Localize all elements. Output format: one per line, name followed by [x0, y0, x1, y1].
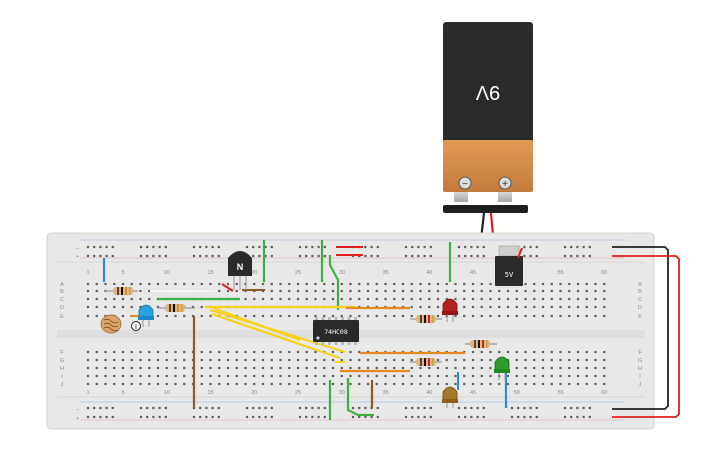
- battery-terminal-minus[interactable]: [458, 176, 472, 190]
- row-label: F: [638, 350, 642, 356]
- row-label: H: [638, 366, 642, 372]
- battery-clip-right: [498, 192, 512, 202]
- row-label: B: [638, 289, 642, 295]
- column-number: 10: [164, 390, 170, 396]
- column-number: 15: [207, 270, 213, 276]
- wire-yellow-diag-2[interactable]: [211, 312, 341, 360]
- column-number: 55: [557, 390, 563, 396]
- photoresistor[interactable]: [100, 314, 122, 334]
- row-label: A: [638, 282, 642, 288]
- column-number: 30: [339, 390, 345, 396]
- battery-9v[interactable]: 9V − +: [443, 22, 533, 213]
- row-label: H: [60, 366, 64, 372]
- column-number: 35: [382, 390, 388, 396]
- column-number: 1: [86, 390, 89, 396]
- battery-label: 9V: [475, 81, 500, 103]
- column-number: 25: [295, 390, 301, 396]
- column-number: 60: [601, 390, 607, 396]
- led-red[interactable]: [442, 298, 458, 322]
- ic-74hc08[interactable]: 74HC08: [313, 317, 359, 345]
- column-number: 35: [382, 270, 388, 276]
- row-label: G: [638, 358, 642, 364]
- column-number: 20: [251, 270, 257, 276]
- column-number: 5: [121, 390, 124, 396]
- row-label: A: [60, 282, 64, 288]
- column-number: 40: [426, 270, 432, 276]
- wire-yellow-diag-3[interactable]: [212, 306, 301, 342]
- rail-plus-bottom: +: [76, 416, 79, 422]
- info-icon: i: [135, 325, 137, 331]
- column-number: 1: [86, 270, 89, 276]
- row-label: E: [60, 314, 64, 320]
- row-label: C: [638, 297, 642, 303]
- rail-plus-top: +: [76, 254, 79, 260]
- wire-green-bottom-2[interactable]: [346, 378, 374, 417]
- battery-plus-sign: +: [502, 179, 508, 190]
- column-number: 45: [470, 270, 476, 276]
- led-green[interactable]: [494, 356, 510, 380]
- row-label: J: [61, 382, 64, 388]
- regulator-body: [495, 256, 523, 286]
- wire-red-rail-loop[interactable]: [612, 255, 680, 418]
- ic-body: [313, 320, 359, 342]
- column-number: 45: [470, 390, 476, 396]
- battery-copper-band: [443, 140, 533, 192]
- battery-clip-left: [454, 192, 468, 202]
- info-badge[interactable]: i: [131, 321, 141, 331]
- row-label: D: [638, 305, 642, 311]
- regulator-label: 5V: [505, 271, 514, 279]
- rail-minus-top: −: [76, 246, 79, 252]
- column-number: 20: [251, 390, 257, 396]
- row-label: G: [60, 358, 64, 364]
- breadboard-column-numbers: 1155101015152020252530303535404045455050…: [86, 270, 607, 396]
- resistor-3[interactable]: [410, 315, 442, 323]
- battery-snap-connector: [443, 205, 528, 213]
- column-number: 50: [514, 390, 520, 396]
- column-number: 25: [295, 270, 301, 276]
- row-label: F: [60, 350, 64, 356]
- led-blue[interactable]: [138, 304, 154, 327]
- column-number: 10: [164, 270, 170, 276]
- transistor-npn[interactable]: N: [228, 251, 252, 290]
- row-label: D: [60, 305, 64, 311]
- resistor-1[interactable]: [104, 287, 138, 295]
- ic-label: 74HC08: [324, 328, 348, 336]
- column-number: 60: [601, 270, 607, 276]
- row-label: I: [639, 374, 641, 380]
- rail-minus-bottom: −: [76, 407, 79, 413]
- battery-body: [443, 22, 533, 144]
- wire-red-diagonal[interactable]: [221, 283, 234, 292]
- row-label: J: [639, 382, 642, 388]
- row-label: C: [60, 297, 64, 303]
- resistor-5[interactable]: [410, 358, 442, 366]
- battery-terminal-plus[interactable]: [498, 176, 512, 190]
- voltage-regulator-5v[interactable]: 5V: [495, 245, 523, 286]
- column-number: 55: [557, 270, 563, 276]
- battery-minus-sign: −: [462, 179, 468, 190]
- column-number: 40: [426, 390, 432, 396]
- row-label: I: [61, 374, 63, 380]
- row-label: B: [60, 289, 64, 295]
- transistor-label: N: [237, 262, 244, 272]
- row-label: E: [638, 314, 642, 320]
- led-amber[interactable]: [442, 386, 458, 408]
- column-number: 30: [339, 270, 345, 276]
- wire-green-col30[interactable]: [328, 255, 340, 310]
- column-number: 5: [121, 270, 124, 276]
- resistor-4[interactable]: [465, 340, 497, 348]
- resistor-2[interactable]: [158, 304, 195, 312]
- column-number: 15: [207, 390, 213, 396]
- wire-black-rail-loop[interactable]: [612, 246, 669, 410]
